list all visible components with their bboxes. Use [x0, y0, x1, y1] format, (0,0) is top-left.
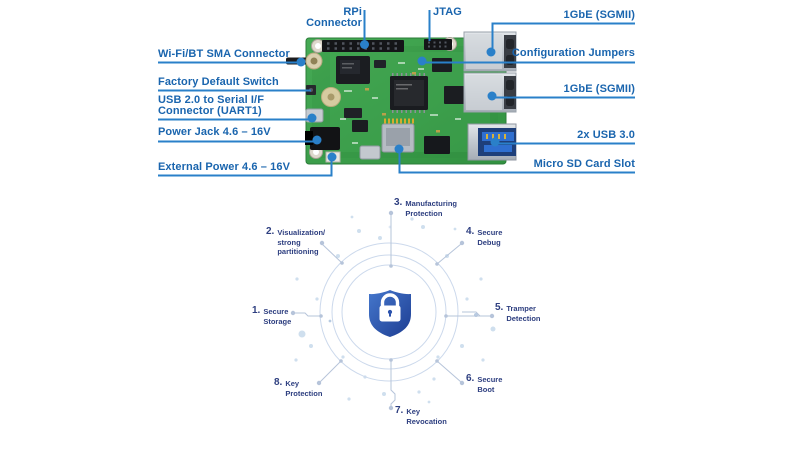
callout-factory-switch: Factory Default Switch	[158, 76, 279, 88]
wheel-label-text: Secure Boot	[477, 375, 503, 394]
wheel-leader-lines	[294, 214, 491, 407]
soc-chip	[390, 73, 428, 113]
callout-dots	[296, 40, 500, 162]
uart-dot	[307, 113, 317, 123]
wheel-rings	[319, 242, 459, 382]
wheel-label-number: 7.	[395, 405, 404, 416]
power-jack-dot	[312, 135, 322, 145]
callout-power-jack: Power Jack 4.6 – 16V	[158, 126, 271, 138]
decorative-dots	[294, 215, 496, 404]
wheel-label-key-protection: 8. Key Protection	[274, 378, 322, 398]
wifi-sma-dot	[296, 57, 306, 67]
ethernet-port-bottom	[463, 72, 517, 113]
wheel-label-manufacturing-protection: 3. Manufacturing Protection	[394, 198, 457, 218]
external-power-leader	[158, 159, 333, 177]
wheel-label-tamper-detection: 5. Tramper Detection	[495, 303, 541, 323]
power-jack	[305, 127, 340, 150]
shield-icon	[369, 290, 411, 337]
wheel-label-key-revocation: 7. Key Revocation	[395, 406, 447, 426]
round-component	[321, 87, 341, 107]
wheel-label-text: Key Revocation	[406, 407, 447, 426]
wheel-label-number: 4.	[466, 226, 475, 237]
callout-usb3: 2x USB 3.0	[577, 129, 635, 141]
wheel-label-number: 5.	[495, 302, 504, 313]
wheel-leader-dots	[290, 210, 495, 411]
padlock-icon	[379, 293, 401, 322]
silkscreen-marks	[340, 62, 461, 144]
wheel-label-number: 2.	[266, 226, 275, 237]
usb3-dot	[490, 137, 500, 147]
wheel-label-number: 3.	[394, 197, 403, 208]
security-wheel	[290, 210, 496, 411]
gbe-bottom-dot	[487, 91, 497, 101]
wheel-label-text: Tramper Detection	[506, 304, 541, 323]
wheel-label-secure-boot: 6. Secure Boot	[466, 374, 502, 394]
callout-gbe-bottom: 1GbE (SGMII)	[563, 83, 635, 95]
micro-usb-connector	[359, 145, 381, 160]
wheel-label-text: Secure Debug	[477, 228, 503, 247]
callout-wifi-sma: Wi-Fi/BT SMA Connector	[158, 48, 290, 60]
wheel-label-number: 1.	[252, 305, 261, 316]
wheel-label-visualization: 2. Visualization/ strong partitioning	[266, 227, 325, 257]
wheel-label-text: Manufacturing Protection	[405, 199, 458, 218]
wheel-label-text: Visualization/ strong partitioning	[277, 228, 326, 256]
passive-components	[365, 72, 440, 133]
wheel-label-secure-debug: 4. Secure Debug	[466, 227, 502, 247]
wheel-label-number: 6.	[466, 373, 475, 384]
callout-leader-lines	[158, 10, 635, 177]
microsd-dot	[394, 144, 404, 154]
external-power-dot	[327, 152, 337, 162]
wheel-label-text: Key Protection	[285, 379, 323, 398]
callout-uart: USB 2.0 to Serial I/F Connector (UART1)	[158, 94, 265, 117]
pcb-board-image	[286, 31, 517, 165]
wheel-label-number: 8.	[274, 377, 283, 388]
callout-config-jumpers: Configuration Jumpers	[511, 47, 635, 59]
gbe-top-dot	[486, 47, 496, 57]
callout-rpi-connector: RPi Connector	[306, 6, 362, 29]
microsd-slot	[381, 118, 415, 153]
microsd-leader	[398, 151, 635, 174]
wheel-label-text: Secure Storage	[263, 307, 292, 326]
callout-microsd: Micro SD Card Slot	[533, 158, 635, 170]
callout-jtag: JTAG	[433, 6, 462, 18]
config-jumpers-dot	[417, 56, 427, 66]
wheel-label-secure-storage: 1. Secure Storage	[252, 306, 291, 326]
callout-external-power: External Power 4.6 – 16V	[158, 161, 291, 173]
wifi-module-chip	[336, 56, 370, 84]
callout-gbe-top: 1GbE (SGMII)	[563, 9, 635, 21]
jtag-header	[424, 39, 452, 50]
rpi-dot	[360, 40, 369, 49]
gbe-top-leader	[491, 22, 635, 48]
